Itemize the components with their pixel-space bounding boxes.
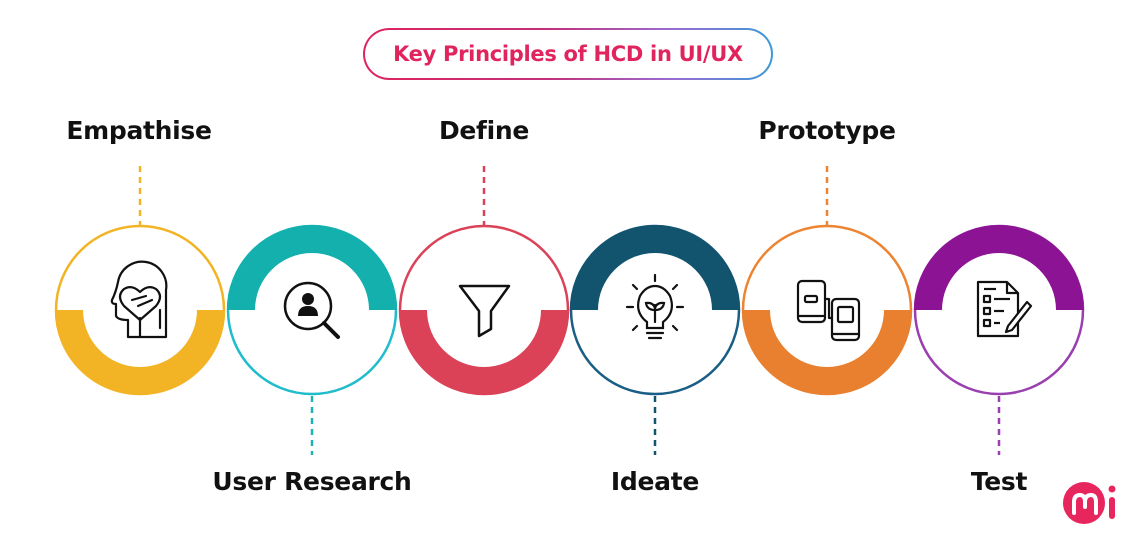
title-pill: Key Principles of HCD in UI/UX [363,28,773,80]
checklist-pencil-icon [976,280,1033,338]
step-test [913,224,1085,455]
step-prototype [741,166,913,396]
head-heart-handshake-icon [110,260,168,339]
label-define: Define [438,116,530,145]
brand-logo [1063,482,1116,524]
page-title: Key Principles of HCD in UI/UX [365,30,771,78]
search-user-icon [283,281,340,339]
label-ideate: Ideate [610,467,700,496]
label-prototype: Prototype [758,116,896,145]
step-ideate [569,224,741,455]
lightbulb-icon [625,273,685,340]
step-user-research [226,224,398,455]
step-define [398,166,570,396]
label-user-research: User Research [212,467,412,496]
funnel-icon [458,284,511,338]
label-empathise: Empathise [66,116,212,145]
step-empathise [54,166,226,396]
prototype-devices-icon [796,279,861,342]
label-test: Test [970,467,1028,496]
